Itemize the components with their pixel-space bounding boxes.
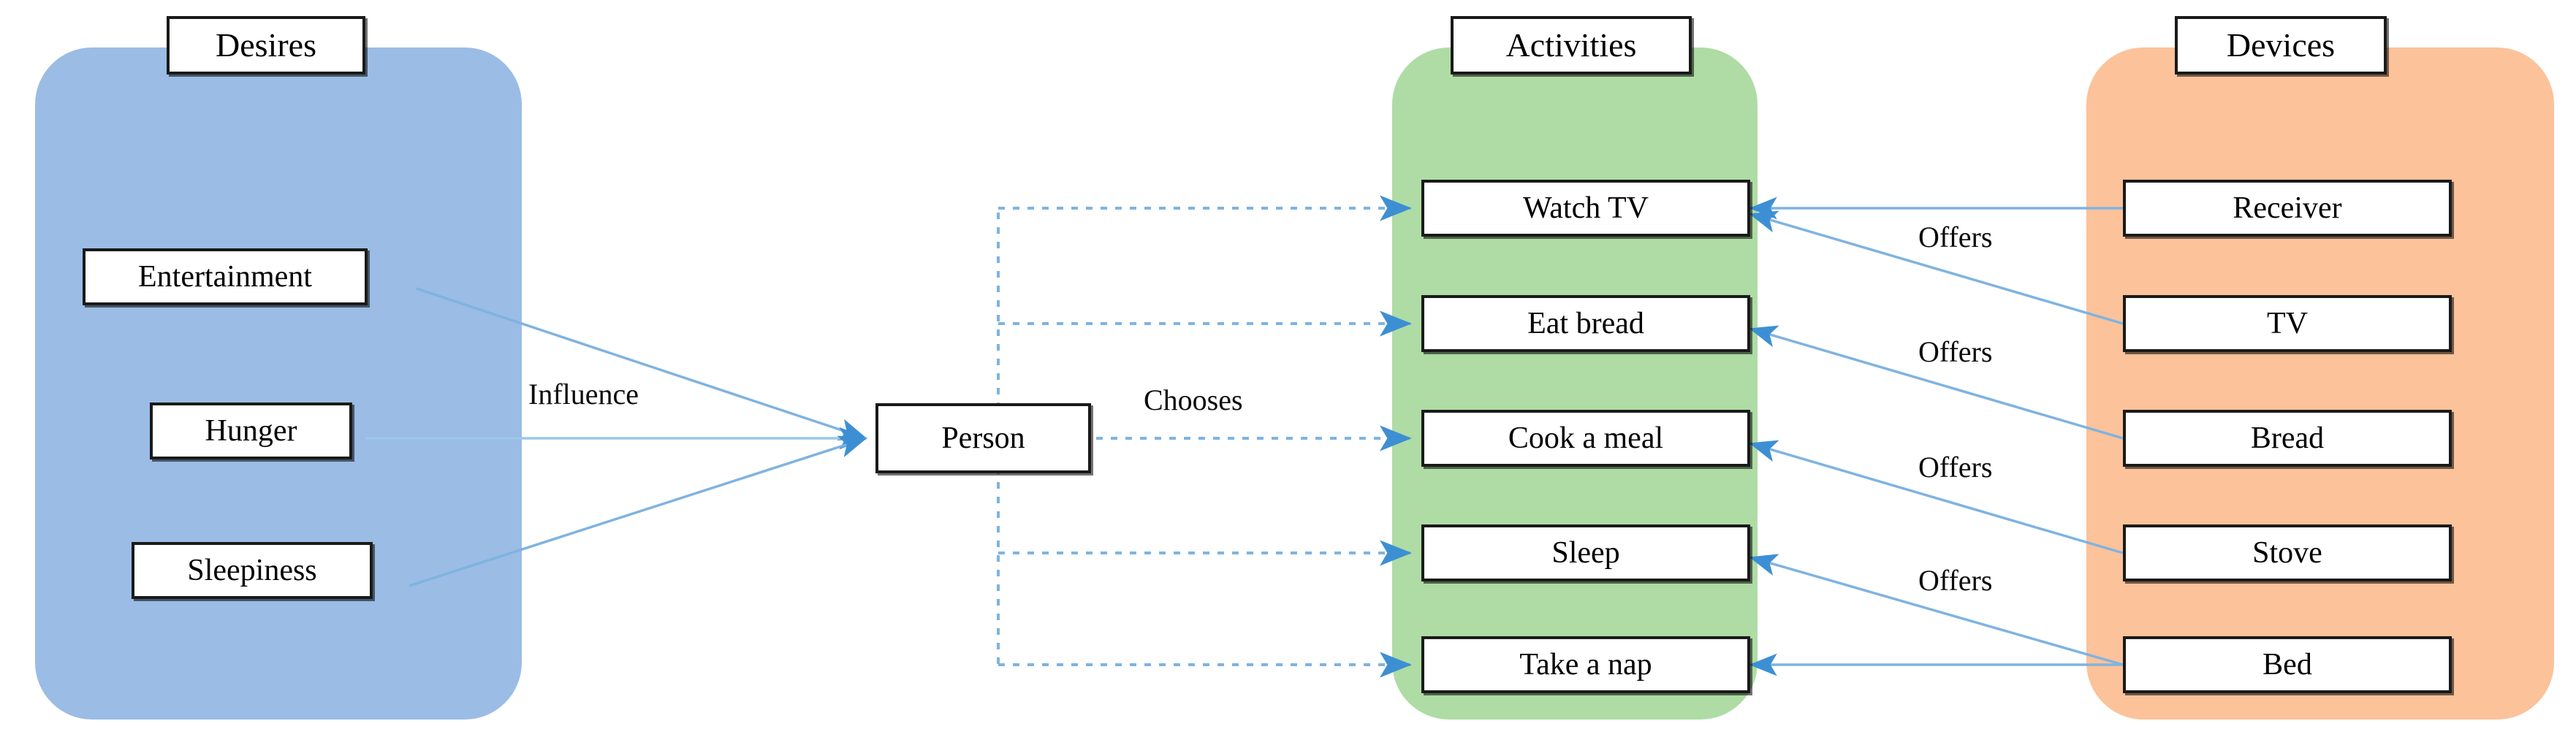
- group-title-activities-label: Activities: [1505, 26, 1637, 64]
- activities-panel: [1392, 47, 1758, 720]
- device-item-bread-label: Bread: [2250, 421, 2325, 455]
- activity-item-eat-bread[interactable]: Eat bread: [1421, 295, 1750, 352]
- group-title-activities: Activities: [1451, 16, 1692, 75]
- device-item-receiver-label: Receiver: [2233, 191, 2342, 225]
- desire-item-sleepiness-label: Sleepiness: [187, 554, 317, 587]
- activity-item-watch-tv[interactable]: Watch TV: [1421, 180, 1750, 237]
- desire-item-hunger[interactable]: Hunger: [150, 402, 352, 459]
- device-item-bread[interactable]: Bread: [2123, 410, 2452, 467]
- activity-item-sleep[interactable]: Sleep: [1421, 524, 1750, 581]
- desires-panel: [35, 47, 522, 720]
- group-title-desires: Desires: [167, 16, 365, 75]
- activity-item-watch-tv-label: Watch TV: [1523, 191, 1649, 225]
- edge-label-offers-3: Offers: [1918, 451, 1993, 484]
- activity-item-sleep-label: Sleep: [1551, 536, 1620, 570]
- device-item-bed[interactable]: Bed: [2123, 636, 2452, 693]
- edge-label-offers-2: Offers: [1918, 335, 1993, 368]
- desire-item-sleepiness[interactable]: Sleepiness: [132, 542, 373, 599]
- edge-label-influence: Influence: [528, 378, 639, 411]
- edge-label-offers-1: Offers: [1918, 221, 1993, 253]
- device-item-receiver[interactable]: Receiver: [2123, 180, 2452, 237]
- edge-label-chooses: Chooses: [1144, 383, 1243, 416]
- actor-person[interactable]: Person: [875, 403, 1091, 473]
- device-item-tv-label: TV: [2267, 307, 2308, 340]
- desire-item-entertainment[interactable]: Entertainment: [83, 248, 368, 305]
- group-title-devices: Devices: [2175, 16, 2387, 75]
- device-item-bed-label: Bed: [2262, 648, 2312, 682]
- activity-item-eat-bread-label: Eat bread: [1527, 307, 1644, 340]
- activity-item-take-a-nap[interactable]: Take a nap: [1421, 636, 1750, 693]
- devices-panel: [2086, 47, 2554, 720]
- desire-item-hunger-label: Hunger: [205, 414, 297, 448]
- activity-item-cook-a-meal[interactable]: Cook a meal: [1421, 410, 1750, 467]
- actor-person-label: Person: [941, 421, 1025, 455]
- device-item-tv[interactable]: TV: [2123, 295, 2452, 352]
- activity-item-cook-a-meal-label: Cook a meal: [1508, 421, 1664, 455]
- group-title-devices-label: Devices: [2226, 26, 2336, 64]
- desire-item-entertainment-label: Entertainment: [138, 260, 312, 294]
- group-title-desires-label: Desires: [216, 26, 316, 64]
- device-item-stove[interactable]: Stove: [2123, 524, 2452, 581]
- device-item-stove-label: Stove: [2252, 536, 2322, 570]
- activity-item-take-a-nap-label: Take a nap: [1519, 648, 1652, 682]
- edge-label-offers-4: Offers: [1918, 564, 1993, 597]
